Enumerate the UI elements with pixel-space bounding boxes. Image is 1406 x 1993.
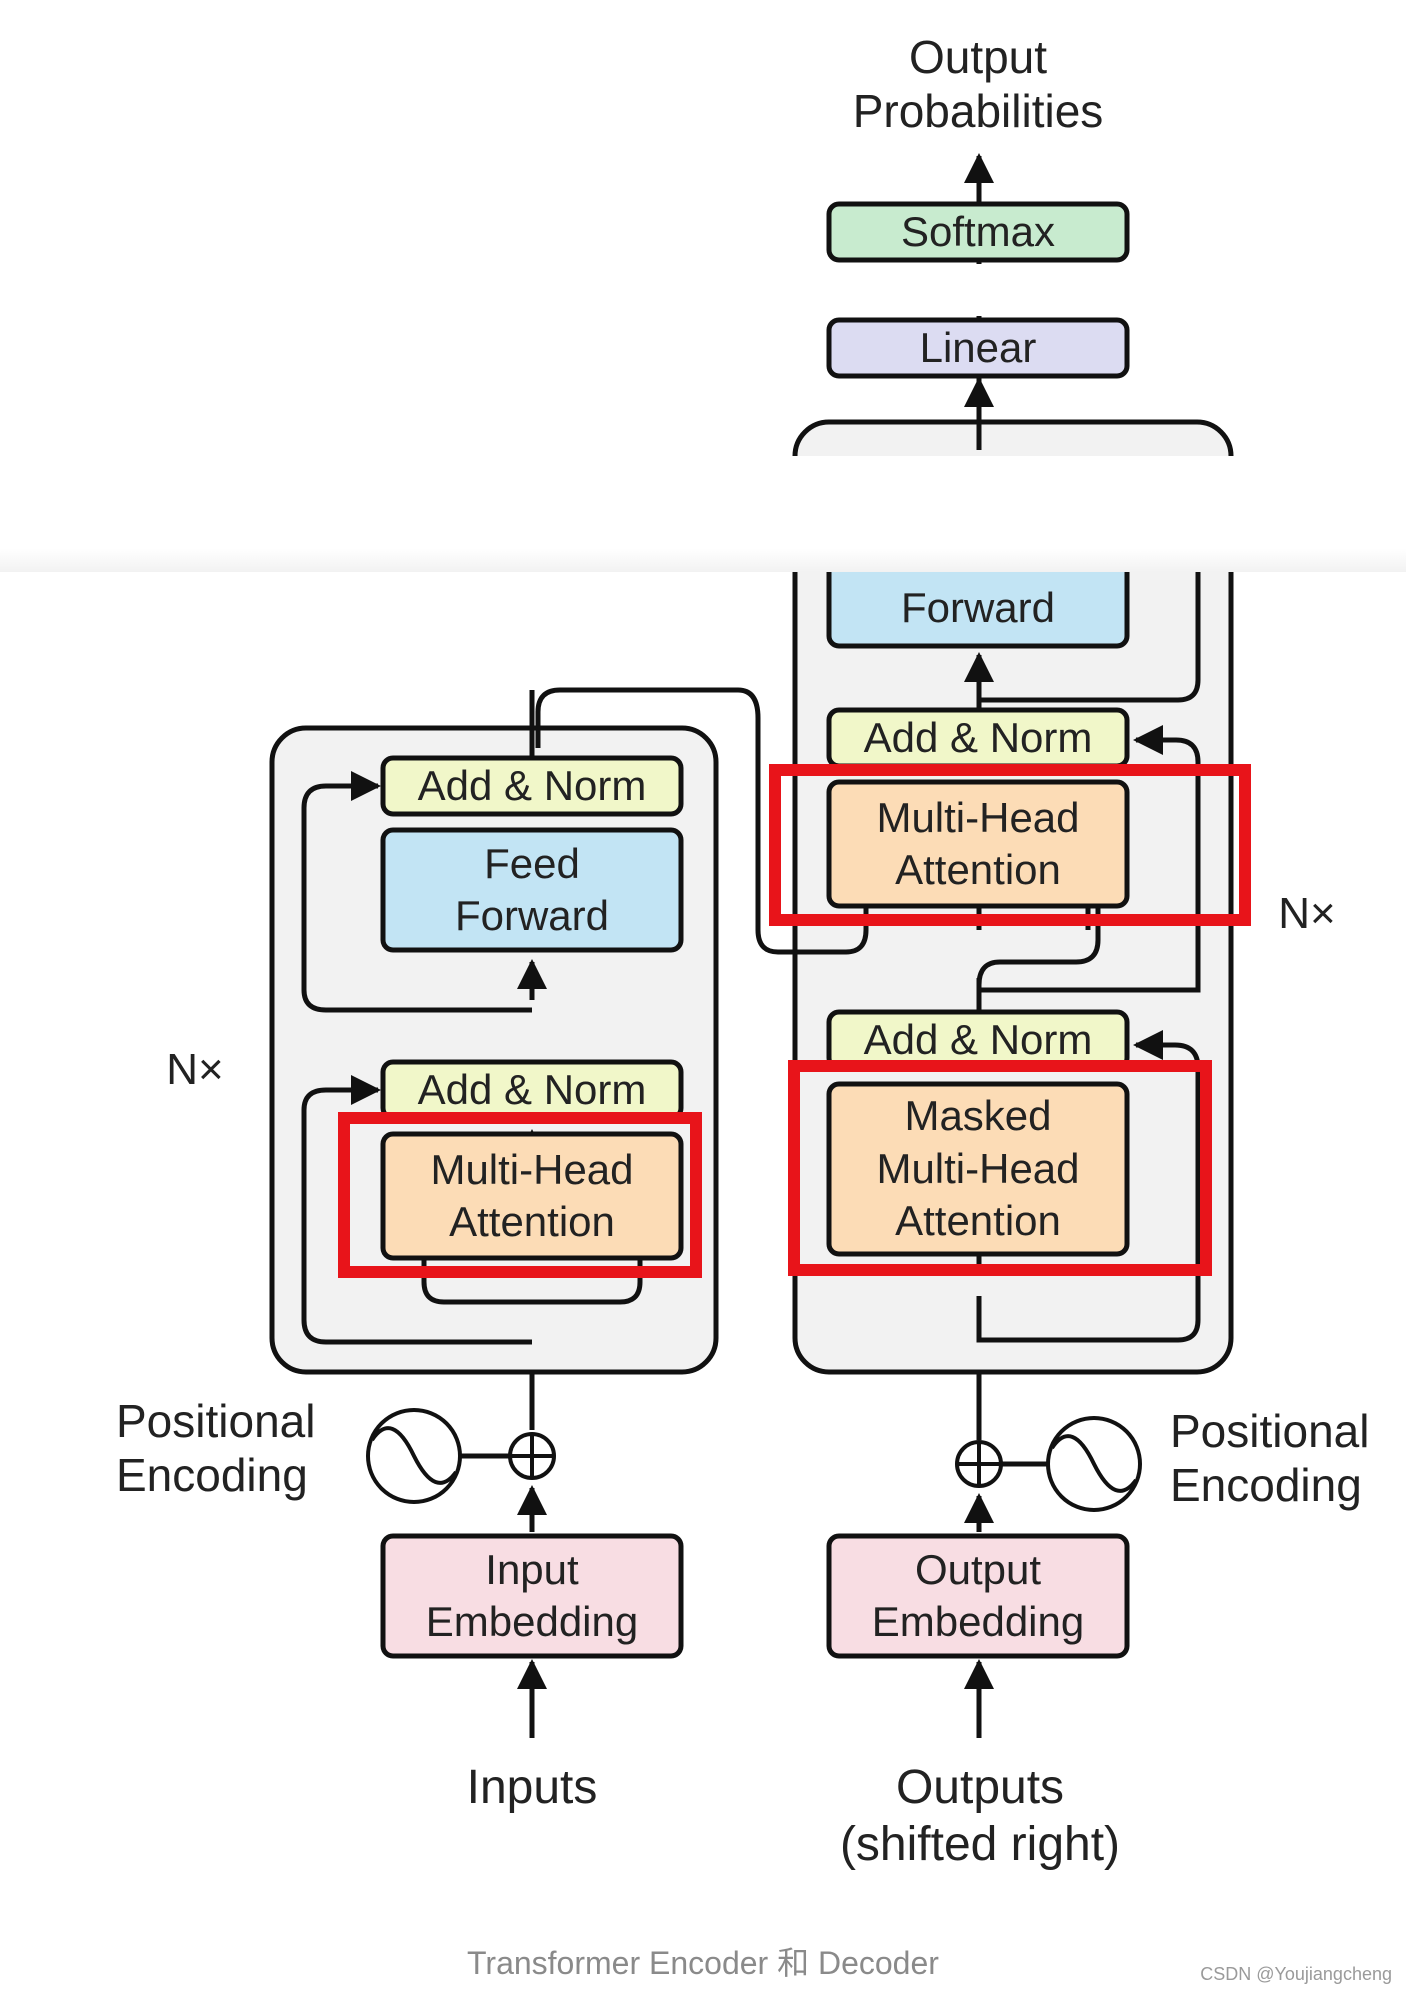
output-probabilities-label: Output Probabilities [852, 31, 1104, 138]
inputs-label: Inputs [466, 1761, 598, 1814]
encoder-add-norm-top-box [380, 755, 684, 817]
decoder-feed-forward-label: Forward [900, 583, 1056, 631]
decoder-cross-attention-box [826, 779, 1130, 909]
encoder-positional-encoding-label: Positional Encoding [116, 1395, 316, 1502]
decoder-add-norm-top-label: Add & Norm [863, 713, 1093, 761]
softmax-box [826, 201, 1130, 263]
highlight-decoder-masked-attention [788, 1060, 1212, 1276]
encoder-add-norm-bottom-label: Add & Norm [417, 1065, 647, 1113]
decoder-cross-attention-label: Multi-Head Attention [876, 793, 1080, 894]
decoder-masked-attention-label: Masked Multi-Head Attention [876, 1092, 1080, 1245]
linear-label: Linear [919, 323, 1037, 371]
decoder-repeat-label: N× [1278, 889, 1336, 938]
encoder-feed-forward-label: Feed Forward [454, 839, 610, 940]
encoder-repeat-label: N× [166, 1045, 224, 1094]
cropped-gap [0, 456, 1406, 572]
linear-box [826, 317, 1130, 379]
decoder-positional-encoding-icon [1046, 1416, 1142, 1512]
encoder-add-norm-top-label: Add & Norm [417, 761, 647, 809]
outputs-label: Outputs (shifted right) [839, 1761, 1121, 1871]
encoder-attention-box [380, 1131, 684, 1261]
decoder-masked-attention-box [826, 1081, 1130, 1257]
encoder-attention-label: Multi-Head Attention [430, 1145, 634, 1246]
decoder-add-icon [955, 1440, 1003, 1488]
encoder-feed-forward-box [380, 827, 684, 953]
highlight-encoder-attention [338, 1112, 702, 1278]
output-embedding-box [826, 1533, 1130, 1659]
input-embedding-label: Input Embedding [425, 1545, 639, 1646]
output-embedding-label: Output Embedding [871, 1545, 1085, 1646]
watermark: CSDN @Youjiangcheng [1200, 1964, 1392, 1984]
softmax-label: Softmax [900, 207, 1056, 255]
decoder-add-norm-mid-label: Add & Norm [863, 1015, 1093, 1063]
input-embedding-box [380, 1533, 684, 1659]
highlight-decoder-cross-attention [769, 764, 1251, 926]
decoder-positional-encoding-label: Positional Encoding [1170, 1405, 1370, 1512]
encoder-add-icon [508, 1432, 556, 1480]
encoder-positional-encoding-icon [366, 1408, 462, 1504]
figure-caption: Transformer Encoder 和 Decoder [467, 1945, 939, 1981]
